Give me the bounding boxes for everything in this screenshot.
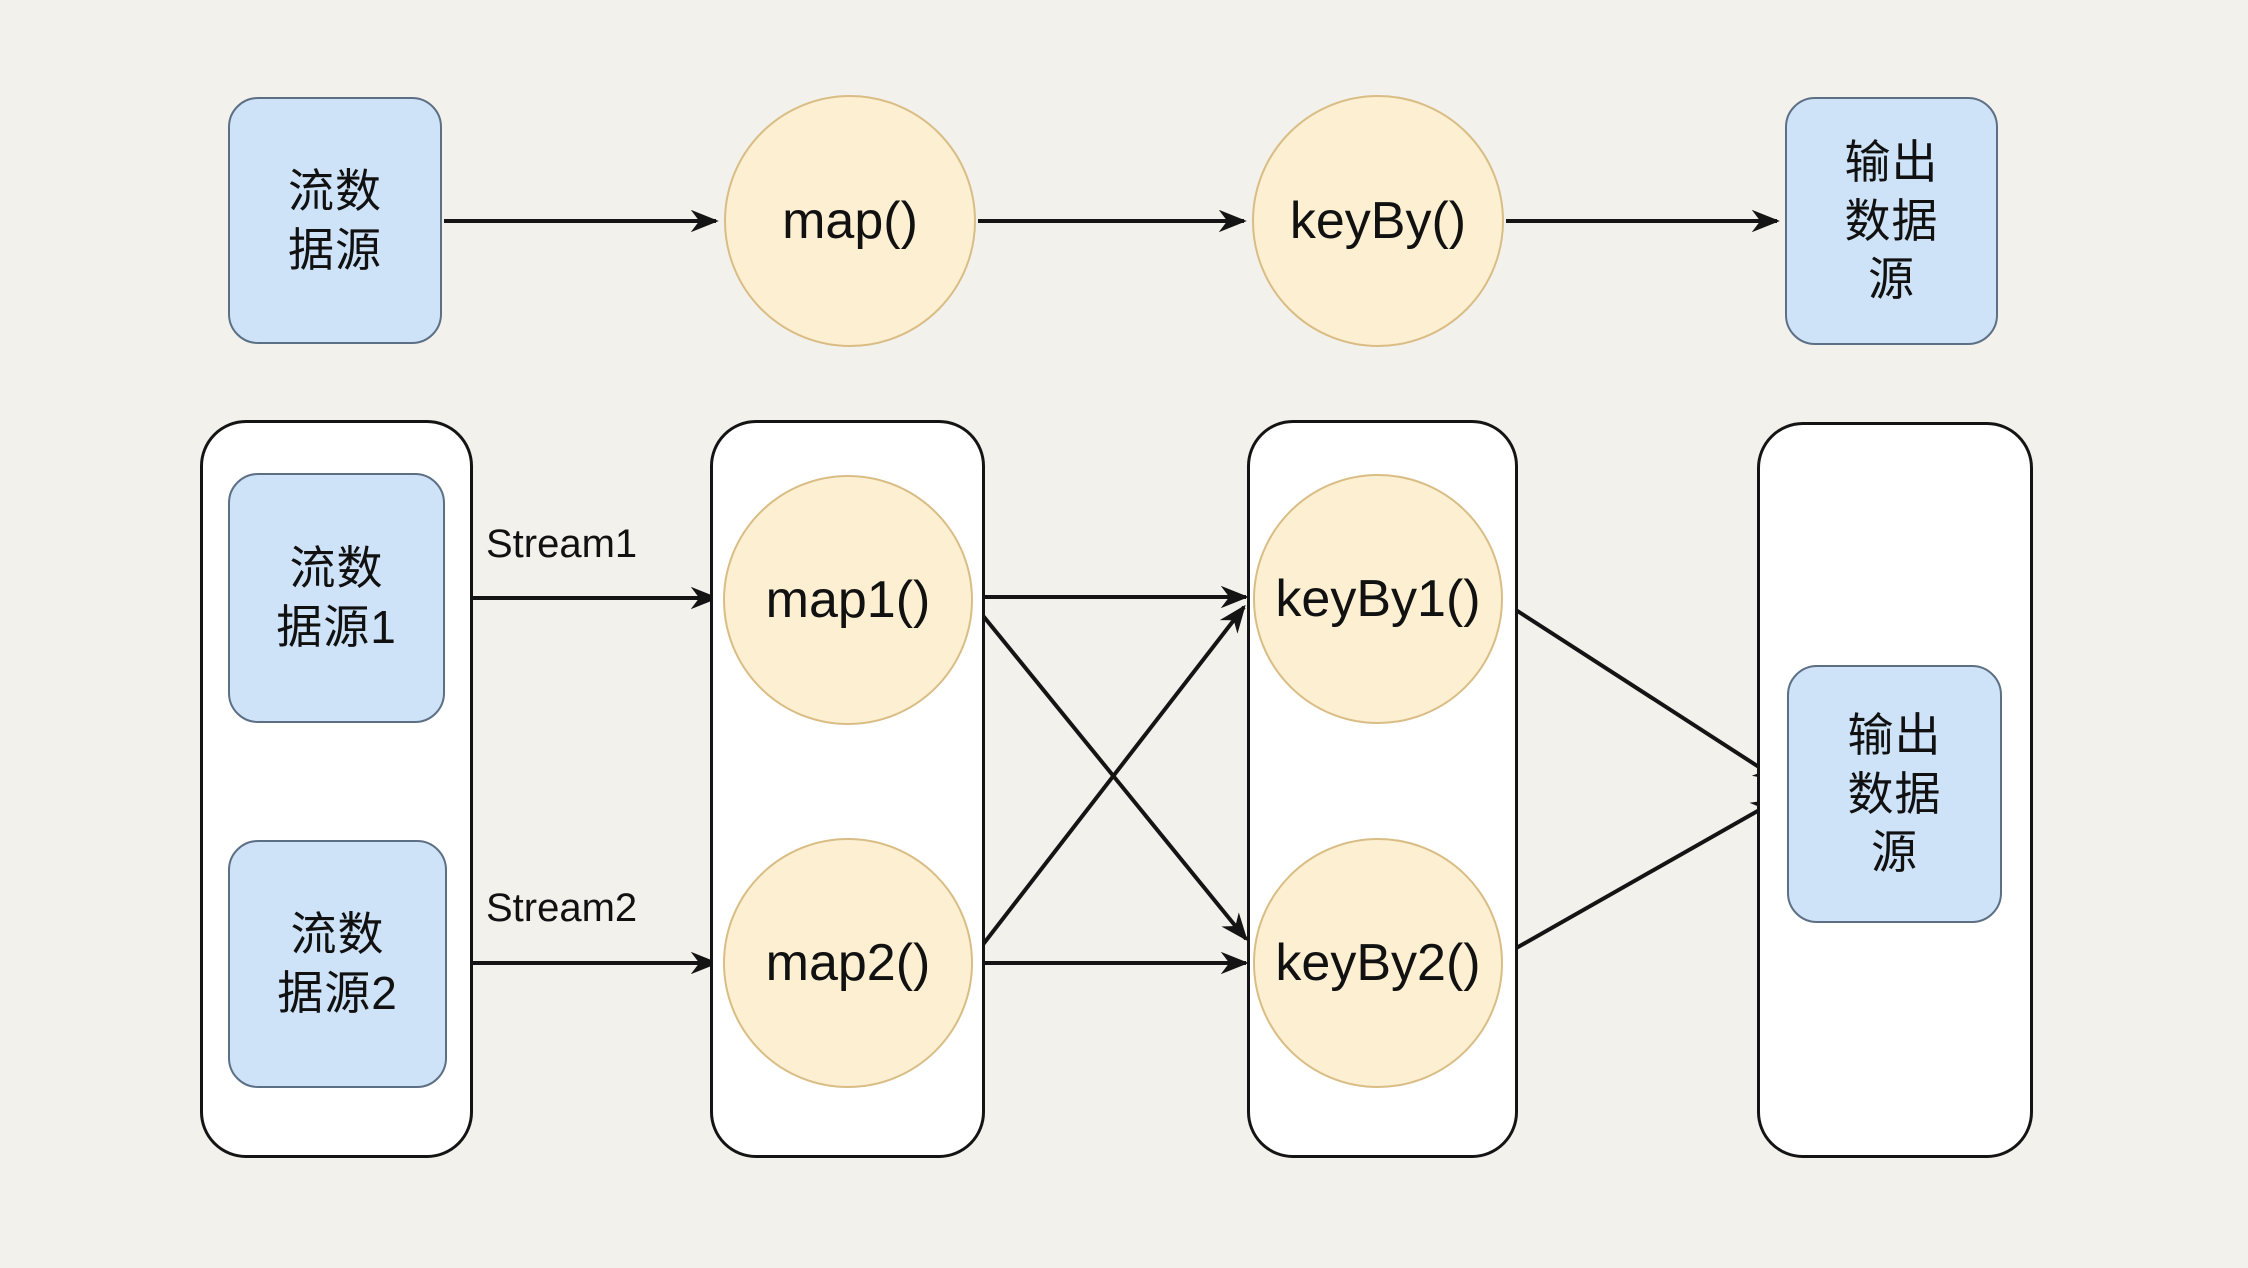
node-keyby1: keyBy1() xyxy=(1253,474,1503,724)
map-label: map() xyxy=(782,192,918,250)
output-sink-label: 输出 数据 源 xyxy=(1844,135,1939,306)
node-keyby: keyBy() xyxy=(1252,95,1504,347)
arrow-map1-to-keyby2 xyxy=(969,599,1248,942)
node-stream-source-2: 流数 据源2 xyxy=(228,840,447,1088)
keyby2-label: keyBy2() xyxy=(1275,934,1481,992)
stream-source-1-label: 流数 据源1 xyxy=(276,542,397,653)
map1-label: map1() xyxy=(765,571,931,629)
keyby1-label: keyBy1() xyxy=(1275,570,1481,628)
map2-label: map2() xyxy=(765,934,931,992)
stream1-edge-label: Stream1 xyxy=(486,522,638,566)
arrow-map2-to-keyby1 xyxy=(969,604,1246,962)
node-stream-source: 流数 据源 xyxy=(228,97,442,344)
node-map2: map2() xyxy=(723,838,973,1088)
node-keyby2: keyBy2() xyxy=(1253,838,1503,1088)
node-output-sink: 输出 数据 源 xyxy=(1785,97,1998,345)
stream2-edge-label: Stream2 xyxy=(486,886,638,930)
stream-source-label: 流数 据源 xyxy=(288,164,382,276)
stream-source-2-label: 流数 据源2 xyxy=(277,908,398,1019)
arrow-keyby1-to-sink2 xyxy=(1500,599,1782,782)
node-stream-source-1: 流数 据源1 xyxy=(228,473,445,723)
output-sink-2-label: 输出 数据 源 xyxy=(1847,708,1942,879)
arrow-keyby2-to-sink2 xyxy=(1503,798,1780,957)
node-output-sink-2: 输出 数据 源 xyxy=(1787,665,2002,923)
node-map1: map1() xyxy=(723,475,973,725)
node-map: map() xyxy=(724,95,976,347)
keyby-label: keyBy() xyxy=(1289,192,1467,250)
